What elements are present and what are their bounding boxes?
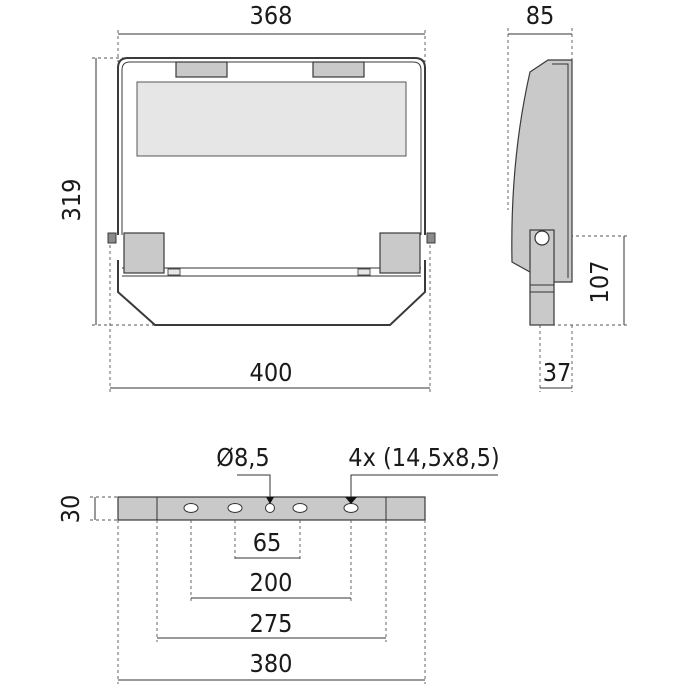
dimension-spacing-inner: 65 [253, 528, 282, 557]
dimension-width-top: 368 [250, 1, 293, 30]
bracket-outline [117, 57, 426, 235]
dimension-pivot-height: 107 [585, 261, 614, 304]
bracket-inner-outline [121, 61, 422, 235]
center-hole-icon [265, 503, 275, 513]
slot-icon [227, 503, 243, 513]
slot-icon [183, 503, 199, 513]
slot-icon [343, 503, 359, 513]
dimension-thickness: 30 [56, 495, 85, 524]
label-slots: 4x (14,5x8,5) [348, 443, 499, 472]
dimension-depth: 85 [526, 1, 555, 30]
arrow-icon [266, 497, 274, 504]
leader-slots [350, 474, 498, 503]
slot-icon [292, 503, 308, 513]
latch-left [167, 268, 181, 276]
dimension-spacing-275: 275 [250, 609, 293, 638]
bracket-view: Ø8,5 4x (14,5x8,5) 30 65 200 275 380 [56, 443, 500, 684]
leader-hole [237, 474, 271, 503]
hinge-block-left [123, 232, 165, 274]
dimension-height: 319 [57, 179, 86, 222]
dimension-bracket-offset: 37 [543, 358, 572, 387]
dimension-overall-length: 380 [250, 649, 293, 678]
top-clip-left [175, 61, 228, 78]
front-view: 368 319 400 [57, 1, 436, 392]
glass-panel [136, 81, 407, 157]
hinge-bolt-left [107, 232, 117, 244]
top-clip-right [312, 61, 365, 78]
housing-bottom [117, 260, 426, 326]
arrow-icon [345, 497, 357, 504]
latch-right [357, 268, 371, 276]
dimension-width-bottom: 400 [250, 358, 293, 387]
side-view: 85 107 37 [507, 1, 628, 392]
hinge-bolt-right [426, 232, 436, 244]
housing-edge [552, 63, 569, 278]
hinge-block-right [379, 232, 421, 274]
dimension-spacing-200: 200 [250, 568, 293, 597]
mounting-arm [529, 229, 555, 326]
pivot-bolt-icon [534, 230, 550, 246]
label-hole-diameter: Ø8,5 [216, 443, 269, 472]
